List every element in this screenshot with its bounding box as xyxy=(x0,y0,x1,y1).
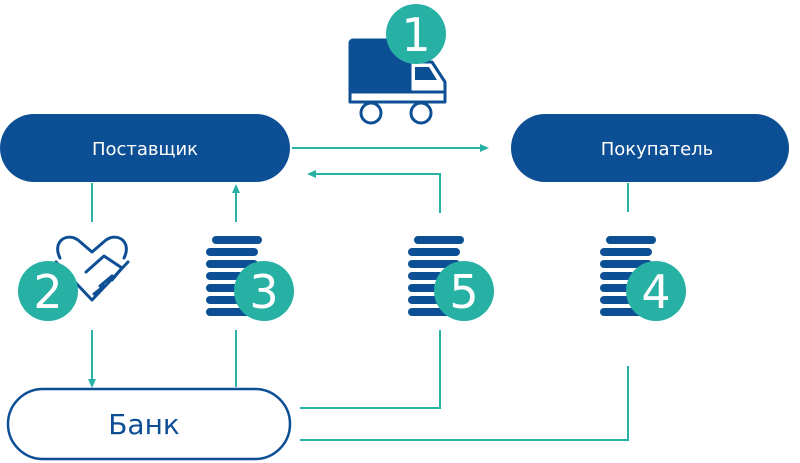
step-badge-1: 1 xyxy=(386,4,446,64)
connectors xyxy=(88,144,629,441)
step-badge-2: 2 xyxy=(18,261,78,321)
step-number-2: 2 xyxy=(33,265,62,319)
node-supplier-label: Поставщик xyxy=(92,139,198,160)
step-badge-4: 4 xyxy=(626,261,686,321)
step-badge-3: 3 xyxy=(234,261,294,321)
step-number-1: 1 xyxy=(401,8,430,62)
step-number-3: 3 xyxy=(249,265,278,319)
step-number-4: 4 xyxy=(641,265,670,319)
node-buyer-label: Покупатель xyxy=(601,139,714,160)
line-coins4-to-bank xyxy=(300,366,629,441)
node-buyer: Покупатель xyxy=(511,114,789,182)
node-bank-label: Банк xyxy=(108,408,180,441)
arrow-payment-to-supplier xyxy=(307,170,441,213)
line-bank-to-coins5 xyxy=(300,330,441,409)
step-badge-5: 5 xyxy=(434,261,494,321)
node-bank: Банк xyxy=(6,387,292,461)
node-supplier: Поставщик xyxy=(0,114,290,182)
step-number-5: 5 xyxy=(449,265,478,319)
